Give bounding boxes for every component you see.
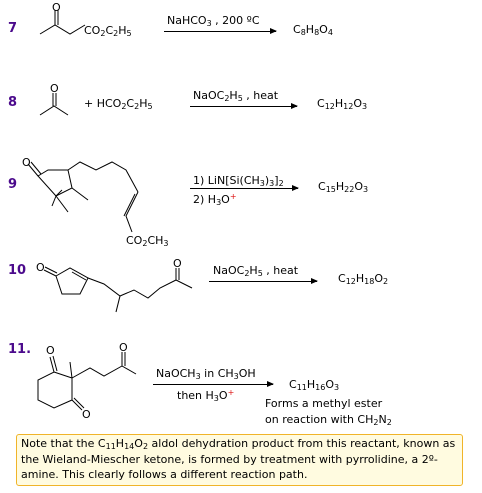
note-box: Note that the C11H14O2 aldol dehydration… bbox=[16, 434, 463, 486]
svg-text:O: O bbox=[82, 408, 91, 421]
conditions-11-line2: then H3O+ bbox=[177, 388, 235, 403]
svg-text:O: O bbox=[46, 344, 55, 357]
product-8: C12H12O3 bbox=[317, 97, 368, 111]
product-10: C12H18O2 bbox=[338, 272, 389, 286]
comment-11-line1: Forms a methyl ester bbox=[265, 397, 383, 410]
reaction-arrow-7 bbox=[164, 28, 277, 34]
reactant-7-label: CO2C2H5 bbox=[84, 24, 132, 38]
product-9: C15H22O3 bbox=[318, 180, 369, 194]
conditions-10: NaOC2H5 , heat bbox=[213, 264, 299, 278]
product-7: C8H8O4 bbox=[293, 23, 333, 37]
conditions-7: NaHCO3 , 200 ºC bbox=[167, 14, 260, 28]
reactant-7-structure: O bbox=[39, 1, 86, 35]
reactant-10-structure: O O bbox=[36, 257, 193, 313]
reaction-arrow-8 bbox=[190, 103, 298, 109]
reaction-arrow-9 bbox=[190, 185, 299, 191]
conditions-8: NaOC2H5 , heat bbox=[193, 89, 279, 103]
product-11: C11H16O3 bbox=[289, 378, 340, 392]
reaction-number-9: 9 bbox=[8, 177, 18, 192]
reaction-number-7: 7 bbox=[8, 21, 18, 36]
reaction-number-10: 10 bbox=[8, 263, 27, 278]
conditions-9-line2: 2) H3O+ bbox=[193, 192, 237, 207]
reactant-9-label: CO2CH3 bbox=[126, 234, 169, 248]
reaction-arrow-11 bbox=[153, 381, 274, 387]
svg-text:O: O bbox=[22, 156, 31, 169]
conditions-9-line1: 1) LiN[Si(CH3)3]2 bbox=[193, 174, 284, 188]
reaction-arrow-10 bbox=[209, 278, 318, 284]
conditions-11-line1: NaOCH3 in CH3OH bbox=[156, 367, 256, 381]
reactant-9-structure: O bbox=[22, 156, 139, 233]
reactant-8-extra: + HCO2C2H5 bbox=[84, 97, 153, 111]
svg-text:O: O bbox=[52, 1, 61, 14]
reactant-8-acetone: O bbox=[39, 82, 69, 116]
reaction-number-8: 8 bbox=[8, 95, 18, 110]
svg-text:O: O bbox=[50, 82, 59, 95]
comment-11-line2: on reaction with CH2N2 bbox=[265, 413, 392, 427]
reactant-11-structure: O O O bbox=[37, 341, 137, 421]
svg-text:O: O bbox=[119, 341, 128, 354]
svg-text:O: O bbox=[173, 257, 182, 270]
svg-text:O: O bbox=[36, 261, 45, 274]
reaction-number-11: 11. bbox=[8, 342, 32, 357]
